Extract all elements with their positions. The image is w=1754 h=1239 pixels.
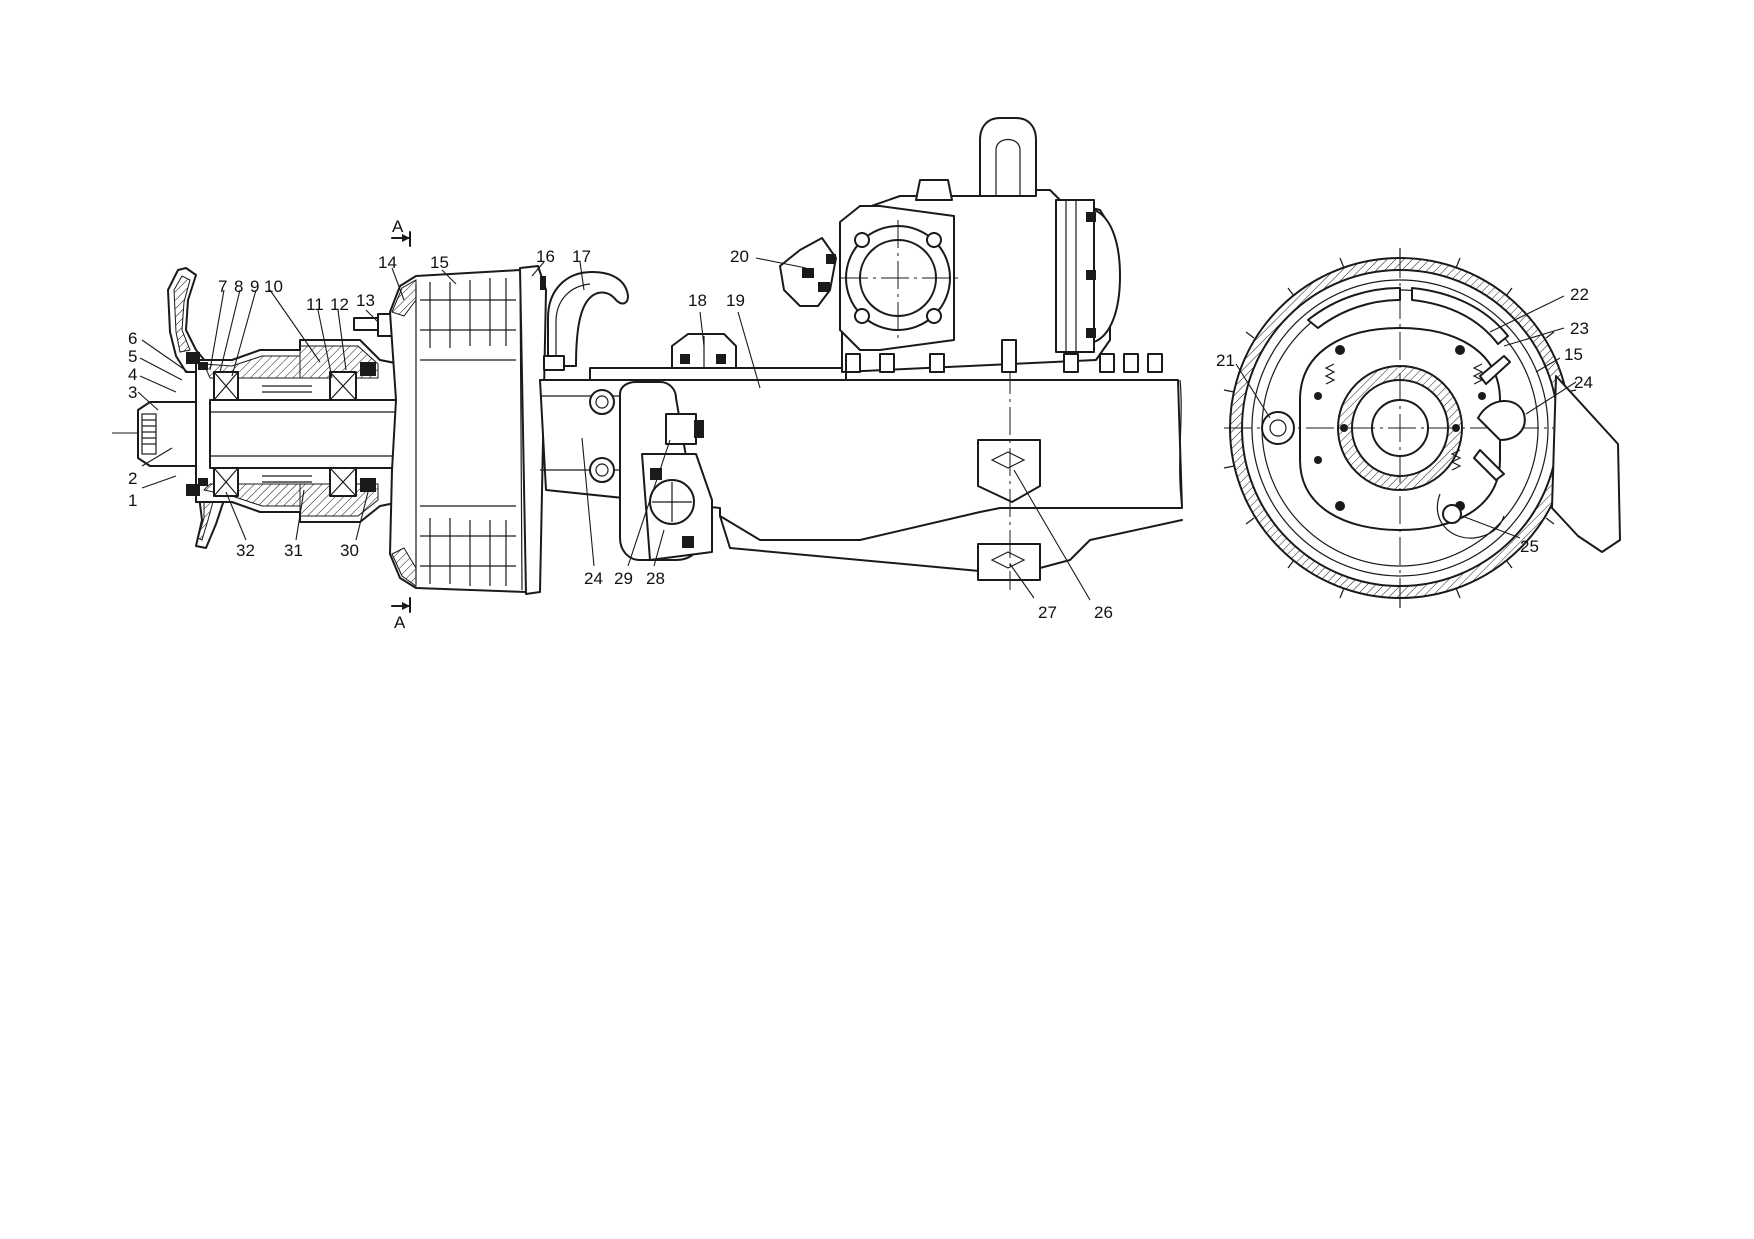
clamp-upper	[977, 439, 1041, 503]
nut-upper	[186, 352, 200, 364]
callout-30: 30	[340, 541, 359, 560]
callout-labels: 1 2 3 4 5 6 7 8 9 10 11 12 13 14 15 16 1…	[128, 247, 1593, 622]
beam-top-plate	[589, 367, 847, 381]
return-spring-left	[1324, 363, 1336, 385]
callout-9: 9	[250, 277, 259, 296]
callout-3: 3	[128, 383, 137, 402]
hub-section-view: A A	[112, 217, 1180, 632]
callout-21: 21	[1216, 351, 1235, 370]
callout-1: 1	[128, 491, 137, 510]
callout-19: 19	[726, 291, 745, 310]
callout-17: 17	[572, 247, 591, 266]
callout-20: 20	[730, 247, 749, 266]
callout-22: 22	[1570, 285, 1589, 304]
callout-13: 13	[356, 291, 375, 310]
callout-15b: 15	[1564, 345, 1583, 364]
callout-12: 12	[330, 295, 349, 314]
cam-lever-lower	[1473, 449, 1505, 481]
callout-14: 14	[378, 253, 397, 272]
cam-lever-upper	[1479, 355, 1511, 385]
seal-lower	[360, 478, 376, 492]
section-mark-bottom: A	[391, 597, 411, 632]
bushing-upper	[589, 389, 615, 415]
callout-10: 10	[264, 277, 283, 296]
callout-24b: 24	[584, 569, 603, 588]
callout-32: 32	[236, 541, 255, 560]
brake-shoe-upper-right	[1411, 287, 1509, 345]
callout-18: 18	[688, 291, 707, 310]
spline-section	[262, 385, 312, 483]
adjuster-arc	[1436, 493, 1505, 539]
section-letter-bottom: A	[394, 613, 406, 632]
brake-shield	[1551, 375, 1621, 553]
callout-31: 31	[284, 541, 303, 560]
stub-shaft	[137, 401, 201, 467]
bolt-plate-2	[682, 536, 694, 548]
callout-6: 6	[128, 329, 137, 348]
nut-lower	[186, 484, 200, 496]
callout-16: 16	[536, 247, 555, 266]
bushing-lower	[589, 457, 615, 483]
callout-26: 26	[1094, 603, 1113, 622]
axle-beam-view	[539, 117, 1183, 590]
end-cap	[1093, 209, 1121, 343]
callout-7: 7	[218, 277, 227, 296]
adjuster-body	[665, 413, 697, 445]
return-spring-right	[1472, 363, 1484, 385]
section-letter-top: A	[392, 217, 404, 236]
clamp-lower	[977, 543, 1041, 581]
callout-leaders	[137, 257, 1577, 601]
top-mount-fork	[979, 117, 1037, 197]
towing-hook	[547, 271, 629, 367]
callout-28: 28	[646, 569, 665, 588]
brake-drum	[389, 269, 539, 593]
seal-upper	[360, 362, 376, 376]
callout-11: 11	[306, 295, 324, 314]
adjuster-bolt	[1442, 504, 1462, 524]
callout-23: 23	[1570, 319, 1589, 338]
callout-2: 2	[128, 469, 137, 488]
callout-8: 8	[234, 277, 243, 296]
brake-cam	[1477, 400, 1526, 441]
callout-5: 5	[128, 347, 137, 366]
callout-29: 29	[614, 569, 633, 588]
brake-section-view	[1223, 248, 1621, 608]
anchor-pin	[1261, 411, 1295, 445]
section-mark-top: A	[391, 217, 411, 247]
callout-25: 25	[1520, 537, 1539, 556]
callout-4: 4	[128, 365, 137, 384]
bolt-plate-1	[650, 468, 662, 480]
callout-15: 15	[430, 253, 449, 272]
callout-24: 24	[1574, 373, 1593, 392]
callout-27: 27	[1038, 603, 1057, 622]
